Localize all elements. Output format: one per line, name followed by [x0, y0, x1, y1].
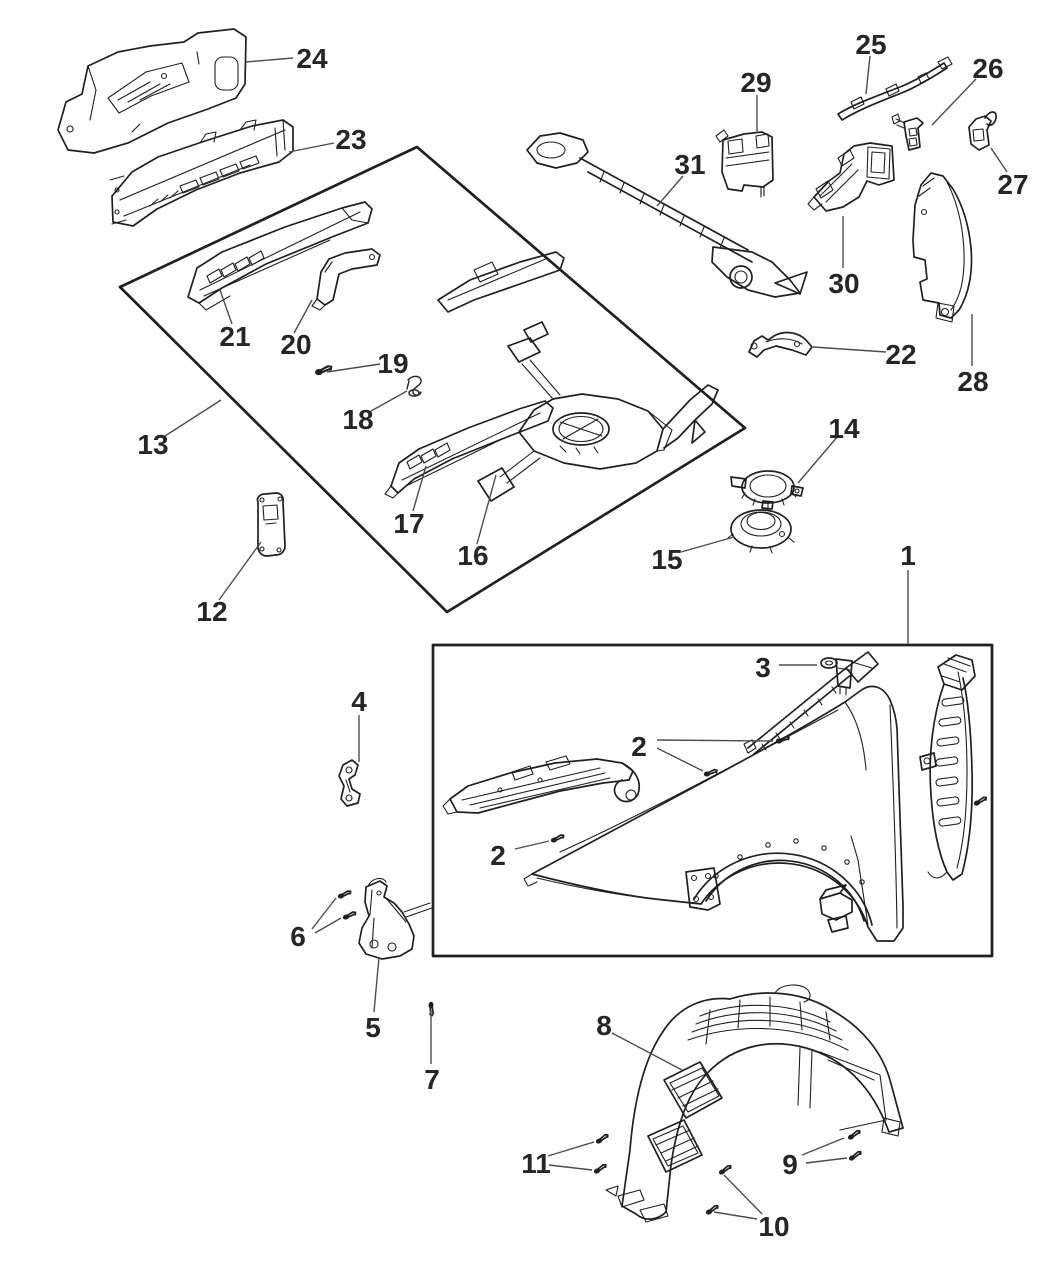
- callout-2b: 2: [490, 840, 506, 871]
- callout-3: 3: [755, 652, 771, 683]
- part-5-bracket-drawing: [358, 877, 433, 960]
- part-8-wheelhouse-liner-drawing: [605, 984, 904, 1223]
- callout-12: 12: [196, 596, 227, 627]
- fastener-icon: [549, 833, 566, 845]
- callout-26: 26: [972, 53, 1003, 84]
- callout-30: 30: [828, 268, 859, 299]
- callout-7: 7: [424, 1064, 440, 1095]
- callout-1: 1: [900, 540, 916, 571]
- part-27-bracket-drawing: [968, 111, 997, 151]
- fender-front-bracket-drawing: [442, 755, 641, 815]
- fastener-icon: [846, 1149, 864, 1163]
- callout-31: 31: [674, 149, 705, 180]
- part-22-bracket-drawing: [748, 331, 813, 358]
- callout-17: 17: [393, 508, 424, 539]
- part-20-bracket-drawing: [311, 248, 381, 311]
- part-4-bracket-drawing: [338, 759, 361, 807]
- part-16-apron-assembly-drawing: [437, 251, 719, 502]
- callout-2: 2: [631, 731, 647, 762]
- part-17-rail-drawing: [384, 400, 554, 499]
- part-23-rail-drawing: [109, 119, 294, 227]
- part-25-rail-drawing: [837, 56, 953, 121]
- part-18-clip-drawing: [406, 375, 422, 397]
- callout-8: 8: [596, 1010, 612, 1041]
- fastener-icon: [591, 1162, 609, 1176]
- leader-lines: [164, 55, 1008, 1220]
- fastener-icon: [774, 735, 791, 745]
- callout-6: 6: [290, 921, 306, 952]
- callout-5: 5: [365, 1012, 381, 1043]
- part-19-screw-drawing: [313, 364, 334, 377]
- callout-22: 22: [885, 339, 916, 370]
- callout-11: 11: [521, 1148, 551, 1179]
- fastener-icon: [593, 1132, 611, 1146]
- callout-28: 28: [957, 366, 988, 397]
- part-28-side-panel-drawing: [912, 172, 973, 323]
- callout-25: 25: [855, 29, 886, 60]
- callout-10: 10: [758, 1211, 789, 1242]
- callout-27: 27: [997, 169, 1028, 200]
- callout-labels: 1 2 2 3 4 5 6 7 8 9 10 11 12 13 14 15 16…: [137, 29, 1028, 1242]
- callout-29: 29: [740, 67, 771, 98]
- fastener-icon: [845, 1128, 863, 1142]
- fastener-icon: [336, 889, 353, 901]
- fender-insulator-drawing: [919, 654, 976, 881]
- part-24-closure-panel-drawing: [57, 28, 247, 154]
- part-30-bracket-drawing: [807, 142, 895, 212]
- callout-14: 14: [828, 413, 860, 444]
- part-12-plate-drawing: [256, 492, 286, 557]
- callout-18: 18: [342, 404, 373, 435]
- callout-19: 19: [377, 348, 408, 379]
- group-frame-fender-box: [431, 643, 994, 958]
- part-1-fender-drawing: [523, 685, 904, 942]
- callout-21: 21: [219, 321, 250, 352]
- callout-9: 9: [782, 1149, 798, 1180]
- part-29-bracket-drawing: [715, 129, 774, 198]
- part-21-rail-drawing: [187, 201, 373, 311]
- fastener-icons: [336, 735, 989, 1217]
- callout-23: 23: [335, 124, 366, 155]
- fastener-icon: [341, 910, 358, 922]
- part-26-bracket-drawing: [891, 113, 924, 151]
- callout-15: 15: [651, 544, 682, 575]
- callout-16: 16: [457, 540, 488, 571]
- fastener-icon: [972, 795, 989, 808]
- callout-13: 13: [137, 429, 168, 460]
- callout-24: 24: [296, 43, 328, 74]
- part-14-retainer-ring-drawing: [730, 470, 804, 510]
- fastener-icon: [716, 1163, 734, 1177]
- part-15-mount-cap-drawing: [727, 509, 795, 554]
- fastener-icon: [703, 1203, 721, 1217]
- group-frame-parallelogram: [118, 145, 747, 614]
- part-31-cowl-panel-drawing: [526, 132, 808, 298]
- callout-4: 4: [351, 686, 367, 717]
- callout-20: 20: [280, 329, 311, 360]
